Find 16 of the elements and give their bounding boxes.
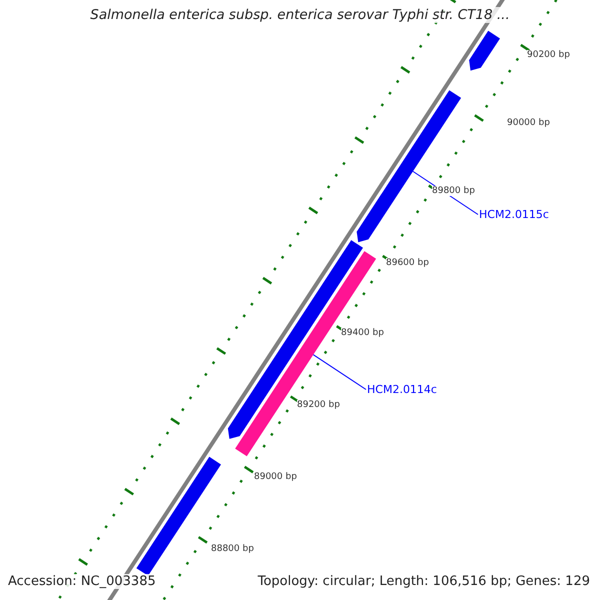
scale-label: 89400 bp xyxy=(341,328,384,338)
summary-text: Topology: circular; Length: 106,516 bp; Genes: 129 xyxy=(258,574,590,589)
gene-label: HCM2.0115c xyxy=(479,208,549,221)
scale-label: 89000 bp xyxy=(254,472,297,482)
title: Salmonella enterica subsp. enterica serovar Typhi str. CT18 ... xyxy=(90,7,510,23)
scale-label: 90000 bp xyxy=(507,118,550,128)
scale-label: 89800 bp xyxy=(432,186,475,196)
scale-label: 89600 bp xyxy=(386,258,429,268)
scale-label: 90200 bp xyxy=(527,50,570,60)
gene-label: HCM2.0114c xyxy=(367,383,437,396)
accession-text: Accession: NC_003385 xyxy=(8,574,156,589)
scale-label: 88800 bp xyxy=(211,544,254,554)
scale-label: 89200 bp xyxy=(297,400,340,410)
leader-line xyxy=(312,354,366,390)
gene-bar xyxy=(356,90,462,242)
gene-bar xyxy=(469,30,500,71)
